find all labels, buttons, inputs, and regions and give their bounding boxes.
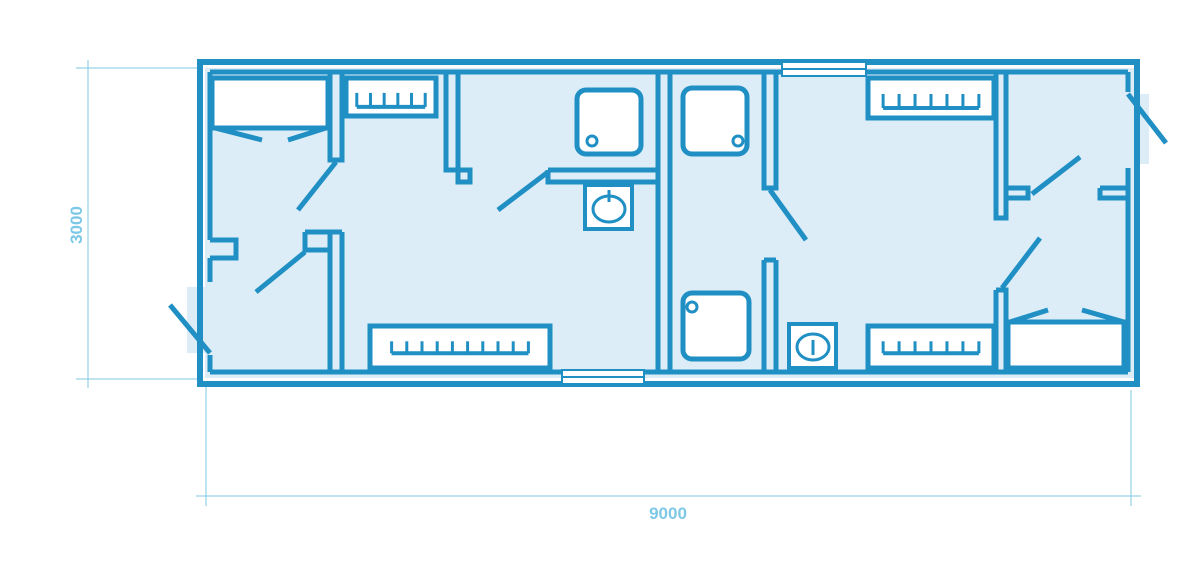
storage-unit-left-bottom	[367, 323, 553, 371]
partition-right-closet-c	[1006, 185, 1031, 201]
sink-right-basin	[795, 332, 831, 362]
shower-center-bottom-drain-icon	[685, 300, 699, 314]
storage-unit-left-bottom-frame	[367, 323, 553, 371]
sink-right	[787, 322, 838, 370]
bed-left-pillow-b	[287, 125, 327, 143]
doors	[168, 92, 1168, 355]
storage-unit-right-top	[865, 75, 997, 121]
dimension-lines	[76, 60, 1141, 506]
door-left-room	[296, 160, 338, 212]
door-center-bath	[767, 188, 809, 242]
bed-left	[209, 75, 331, 143]
door-entrance-right	[1126, 92, 1168, 145]
showers	[574, 85, 752, 362]
bed-right-pillow-b	[1081, 307, 1125, 325]
bed-right-frame	[1005, 319, 1127, 371]
partition-vestibule-top	[210, 237, 239, 261]
sinks	[583, 183, 838, 370]
storage-unit-right-bottom	[865, 323, 997, 371]
bed-right-pillow-a	[1009, 307, 1049, 325]
radiators	[343, 75, 997, 371]
walls	[197, 59, 1140, 387]
partition-left-room-lower-b	[302, 232, 330, 253]
partition-center-right-upper	[761, 72, 779, 191]
bed-left-frame	[209, 75, 331, 131]
shower-left-tray	[574, 87, 644, 157]
beds	[209, 75, 1127, 371]
outer-wall	[197, 59, 1140, 387]
shower-left-drain-icon	[585, 134, 599, 148]
partition-closet-left	[443, 72, 473, 185]
partition-right-vestibule-b	[1097, 188, 1128, 201]
bed-left-pillow-a	[214, 125, 263, 143]
shower-center-bottom-tray	[680, 290, 752, 362]
shower-center-bottom	[680, 290, 752, 362]
door-entrance-left	[168, 303, 212, 355]
shower-center-top	[680, 85, 750, 157]
shower-center-top-tray	[680, 85, 750, 157]
partition-bath-mid	[658, 69, 673, 375]
shower-left	[574, 87, 644, 157]
door-vestibule-left	[254, 250, 307, 294]
windows	[561, 61, 867, 385]
door-right-room	[1000, 236, 1042, 290]
bed-right	[1005, 307, 1127, 371]
storage-unit-left-top-frame	[343, 75, 439, 119]
height-dimension-label: 3000	[67, 206, 86, 244]
shower-center-top-drain-icon	[731, 134, 745, 148]
sink-left	[583, 183, 634, 231]
door-left-bath	[496, 170, 550, 212]
storage-unit-right-top-frame	[865, 75, 997, 121]
width-dimension-label: 9000	[649, 504, 687, 523]
door-right-closet	[1030, 155, 1082, 196]
storage-unit-left-top	[343, 75, 439, 119]
